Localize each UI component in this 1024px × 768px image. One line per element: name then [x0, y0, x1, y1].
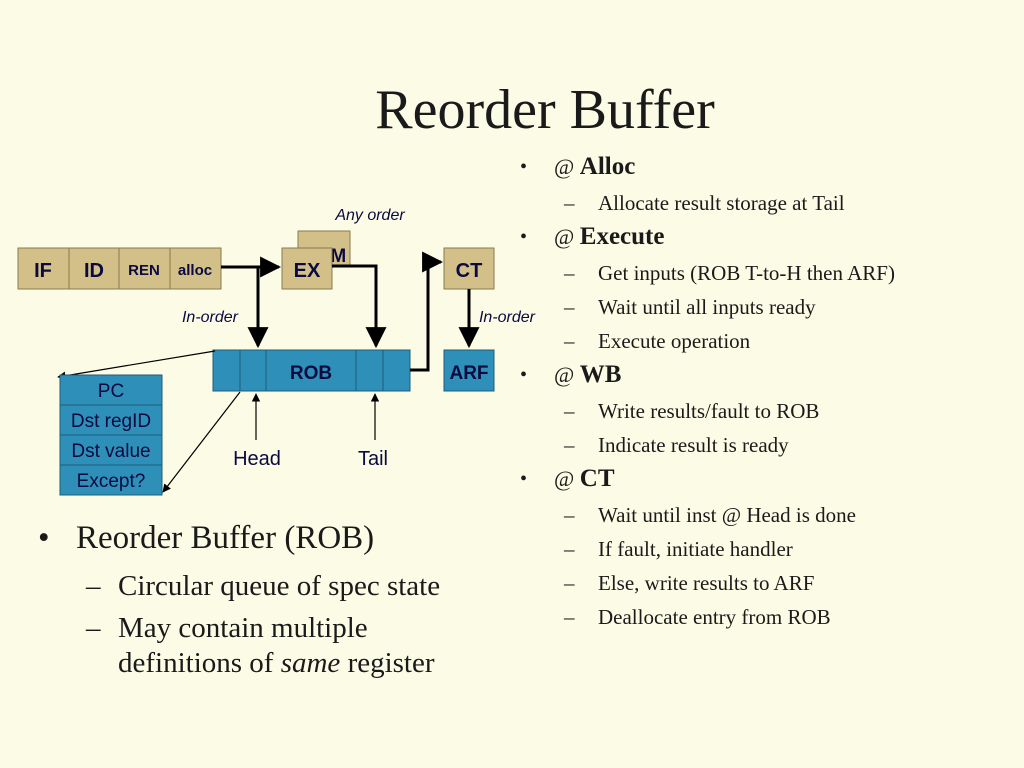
ex-stage-label: EX: [294, 260, 321, 282]
rob-label: ROB: [290, 363, 332, 384]
ex-stage-box: [281, 247, 333, 290]
entry-field-value-box: [59, 434, 163, 466]
pipeline-stages: IF ID REN alloc: [17, 247, 222, 290]
stage-id-label: ID: [84, 260, 104, 282]
bullet-alloc: •@ Alloc: [520, 153, 636, 180]
sub-bullet: –Wait until all inputs ready: [564, 295, 816, 319]
bullet-ct: •@ CT: [520, 465, 615, 492]
stage-if-label: IF: [34, 260, 52, 282]
in-order-left-label: In-order: [182, 309, 239, 326]
entry-field-pc: PC: [98, 381, 124, 402]
in-order-right-label: In-order: [479, 309, 536, 326]
sub-bullet: –Deallocate entry from ROB: [564, 605, 831, 629]
arf-box: [443, 349, 495, 392]
stage-ren-box: [118, 247, 171, 290]
ct-stage-label: CT: [456, 260, 483, 282]
sub-bullet: –If fault, initiate handler: [564, 537, 793, 561]
sub-bullet: –Allocate result storage at Tail: [564, 191, 845, 215]
right-bullet-list: •@ Alloc –Allocate result storage at Tai…: [520, 150, 1020, 634]
ex-to-rob-arrow: [332, 264, 387, 349]
arf-label: ARF: [449, 363, 488, 384]
entry-detail-arrow-bottom: [162, 391, 241, 493]
any-order-label: Any order: [334, 207, 405, 224]
stage-if-box: [17, 247, 70, 290]
stage-id-box: [68, 247, 120, 290]
entry-field-except: Except?: [77, 471, 146, 492]
sub-bullet: –Execute operation: [564, 329, 751, 353]
sub-bullet: –Get inputs (ROB T-to-H then ARF): [564, 261, 895, 285]
entry-field-value: Dst value: [71, 441, 150, 462]
tail-label: Tail: [358, 448, 388, 470]
rob-entry-fields: PC Dst regID Dst value Except?: [59, 374, 163, 496]
rob-to-ct-arrow: [410, 251, 444, 372]
entry-field-regid-box: [59, 404, 163, 436]
entry-field-regid: Dst regID: [71, 411, 151, 432]
stage-alloc-box: [169, 247, 222, 290]
entry-detail-arrow-top: [57, 350, 216, 380]
sub-bullet: –Wait until inst @ Head is done: [564, 503, 856, 527]
left-bullet-list: Reorder Buffer (ROB) –Circular queue of …: [38, 514, 518, 681]
stage-ren-label: REN: [128, 262, 160, 279]
sub-bullet: –Write results/fault to ROB: [564, 399, 820, 423]
sub-bullet: –Indicate result is ready: [564, 433, 789, 457]
head-label: Head: [233, 448, 281, 470]
entry-field-pc-box: [59, 374, 163, 406]
sub-bullet: –Else, write results to ARF: [564, 571, 815, 595]
bullet-rob: Reorder Buffer (ROB): [38, 514, 518, 562]
bullet-execute: •@ Execute: [520, 223, 665, 250]
stage-alloc-label: alloc: [178, 262, 212, 279]
entry-field-except-box: [59, 464, 163, 496]
bullet-wb: •@ WB: [520, 361, 622, 388]
slide-title: Reorder Buffer: [375, 79, 715, 141]
sub-bullet-circular-queue: –Circular queue of spec state: [86, 570, 441, 602]
